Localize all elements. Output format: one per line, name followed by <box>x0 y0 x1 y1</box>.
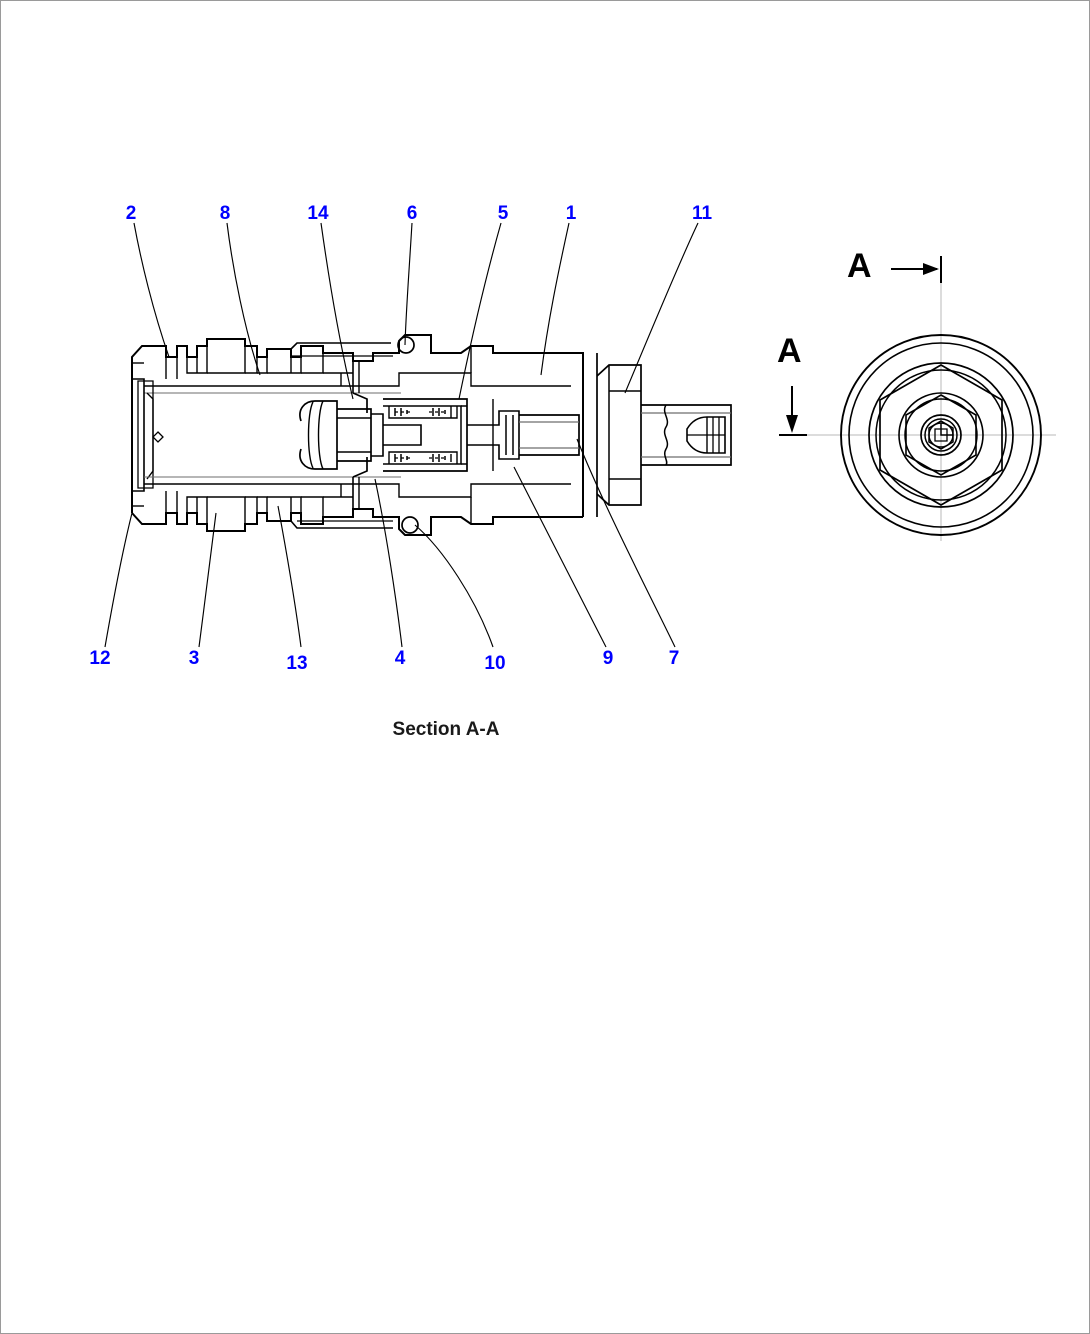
callout-11[interactable]: 11 <box>691 203 713 224</box>
callout-12[interactable]: 12 <box>89 648 111 669</box>
section-arrow-top <box>891 256 942 283</box>
section-letter-left: A <box>777 332 802 370</box>
callout-8[interactable]: 8 <box>219 203 231 224</box>
end-view-geometry <box>779 256 1056 541</box>
callout-2[interactable]: 2 <box>125 203 137 224</box>
callout-1[interactable]: 1 <box>565 203 577 224</box>
callout-7[interactable]: 7 <box>668 648 680 669</box>
callout-3[interactable]: 3 <box>188 648 200 669</box>
callout-10[interactable]: 10 <box>484 653 506 674</box>
callout-4[interactable]: 4 <box>394 648 406 669</box>
callout-14[interactable]: 14 <box>307 203 329 224</box>
section-arrow-left <box>779 386 807 436</box>
callout-13[interactable]: 13 <box>286 653 308 674</box>
callout-6[interactable]: 6 <box>406 203 418 224</box>
callout-leader-lines <box>104 222 699 648</box>
section-caption: Section A-A <box>392 719 500 740</box>
section-letter-top: A <box>847 247 872 285</box>
section-view-geometry <box>131 334 732 536</box>
callout-9[interactable]: 9 <box>602 648 614 669</box>
callout-5[interactable]: 5 <box>497 203 509 224</box>
